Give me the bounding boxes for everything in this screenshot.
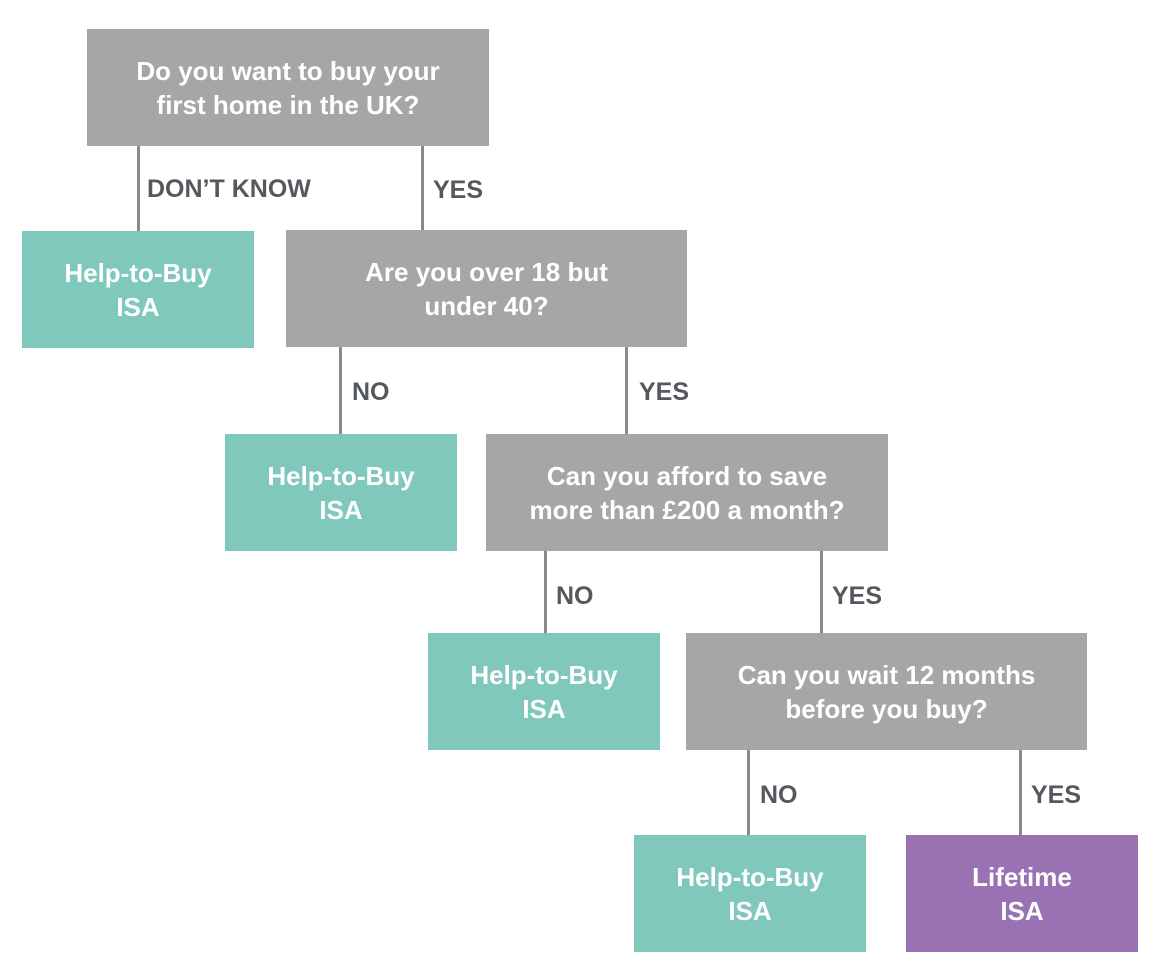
question-text-line: before you buy? xyxy=(785,693,988,724)
edge-label-q3-yes: YES xyxy=(832,582,883,610)
result-text-line: Lifetime xyxy=(972,861,1072,892)
edge-label-q3-no: NO xyxy=(556,582,594,610)
question-text-line: Are you over 18 but xyxy=(365,256,608,287)
result-box-lifetime-isa: Lifetime ISA xyxy=(906,835,1138,952)
question-text-line: more than £200 a month? xyxy=(529,494,845,525)
result-text-line: ISA xyxy=(1000,895,1044,926)
result-text-line: Help-to-Buy xyxy=(267,460,415,491)
edge-label-q4-yes: YES xyxy=(1031,781,1082,809)
result-text-line: ISA xyxy=(728,895,772,926)
edge-label-q4-no: NO xyxy=(760,781,798,809)
question-text-line: Do you want to buy your xyxy=(136,55,440,86)
edge-label-q2-yes: YES xyxy=(639,378,690,406)
question-text-line: Can you afford to save xyxy=(546,460,828,491)
result-text-line: Help-to-Buy xyxy=(676,861,824,892)
result-text-line: Help-to-Buy xyxy=(64,257,212,288)
question-text-line: first home in the UK? xyxy=(156,89,420,120)
question-box-afford-save: Can you afford to save more than £200 a … xyxy=(486,434,888,551)
result-text-line: Help-to-Buy xyxy=(470,659,618,690)
connector-q2-no xyxy=(339,346,342,434)
connector-q4-no xyxy=(747,749,750,835)
connector-q1-dontknow xyxy=(137,145,140,231)
result-text-line: ISA xyxy=(116,291,160,322)
question-text-line: under 40? xyxy=(424,290,549,321)
edge-label-q1-yes: YES xyxy=(433,176,484,204)
result-text-line: ISA xyxy=(522,693,566,724)
connector-q4-yes xyxy=(1019,749,1022,835)
result-box-help-to-buy-3: Help-to-Buy ISA xyxy=(428,633,660,750)
question-box-age: Are you over 18 but under 40? xyxy=(286,230,687,347)
connector-q3-yes xyxy=(820,550,823,633)
question-text-line: Can you wait 12 months xyxy=(737,659,1036,690)
connector-q1-yes xyxy=(421,145,424,231)
result-text-line: ISA xyxy=(319,494,363,525)
connector-q2-yes xyxy=(625,346,628,434)
result-box-help-to-buy-2: Help-to-Buy ISA xyxy=(225,434,457,551)
connector-q3-no xyxy=(544,550,547,633)
result-box-help-to-buy-4: Help-to-Buy ISA xyxy=(634,835,866,952)
question-box-wait-12-months: Can you wait 12 months before you buy? xyxy=(686,633,1087,750)
question-box-first-home: Do you want to buy your first home in th… xyxy=(87,29,489,146)
edge-label-q2-no: NO xyxy=(352,378,390,406)
result-box-help-to-buy-1: Help-to-Buy ISA xyxy=(22,231,254,348)
edge-label-q1-dontknow: DON’T KNOW xyxy=(147,175,311,203)
